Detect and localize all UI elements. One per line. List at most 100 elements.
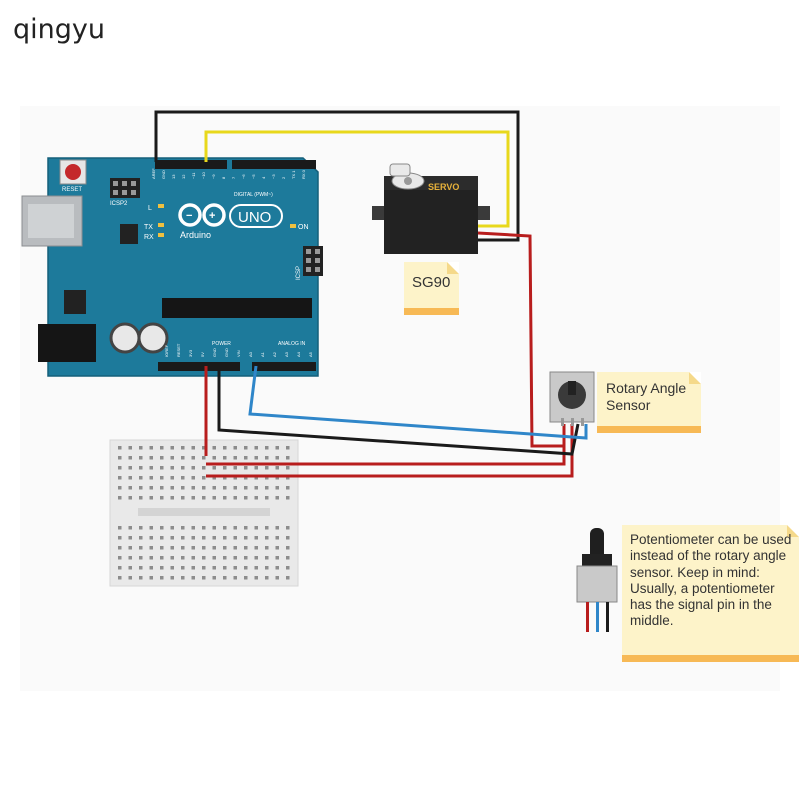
breadboard-hole	[254, 446, 258, 450]
capacitor	[109, 322, 141, 354]
digital-header-left	[155, 160, 227, 169]
breadboard-hole	[233, 566, 237, 570]
reset-button-cap	[65, 164, 81, 180]
breadboard-hole	[160, 476, 164, 480]
breadboard-hole	[139, 496, 143, 500]
breadboard-hole	[223, 496, 227, 500]
bottom-pin-label: VIN	[236, 350, 241, 357]
breadboard-hole	[202, 486, 206, 490]
breadboard-hole	[181, 536, 185, 540]
breadboard-hole	[254, 466, 258, 470]
breadboard-hole	[149, 486, 153, 490]
breadboard-hole	[286, 476, 290, 480]
breadboard-hole	[286, 526, 290, 530]
breadboard-hole	[244, 466, 248, 470]
arduino-logo: − +	[178, 203, 283, 228]
top-pin-label: ~6	[241, 174, 246, 179]
breadboard-hole	[286, 456, 290, 460]
led-l-label: L	[148, 205, 152, 212]
breadboard-hole	[202, 446, 206, 450]
breadboard-hole	[149, 576, 153, 580]
top-pin-label: 4	[261, 176, 266, 179]
breadboard-hole	[181, 546, 185, 550]
breadboard-hole	[212, 486, 216, 490]
servo-motor	[372, 163, 490, 254]
breadboard-hole	[244, 476, 248, 480]
breadboard-hole	[191, 556, 195, 560]
sg90-note-text: SG90	[412, 274, 451, 291]
breadboard-hole	[223, 446, 227, 450]
breadboard-hole	[212, 476, 216, 480]
breadboard-hole	[149, 556, 153, 560]
breadboard-hole	[275, 476, 279, 480]
breadboard-hole	[265, 476, 269, 480]
breadboard-hole	[139, 566, 143, 570]
breadboard-hole	[275, 536, 279, 540]
breadboard-hole	[160, 496, 164, 500]
breadboard-hole	[275, 526, 279, 530]
board-model-label: UNO	[238, 209, 271, 226]
breadboard-hole	[170, 536, 174, 540]
breadboard-hole	[244, 446, 248, 450]
breadboard-hole	[233, 486, 237, 490]
breadboard-hole	[170, 556, 174, 560]
wire-black-servo-gnd	[154, 110, 520, 242]
breadboard-hole	[191, 546, 195, 550]
breadboard-hole	[265, 466, 269, 470]
breadboard-hole	[181, 496, 185, 500]
breadboard-hole	[223, 546, 227, 550]
power-header	[158, 362, 240, 371]
sg90-note: SG90	[404, 262, 459, 315]
analog-label: ANALOG IN	[278, 341, 306, 347]
breadboard-hole	[160, 566, 164, 570]
icsp2-header	[110, 178, 140, 198]
led-rx-label: RX	[144, 234, 154, 241]
breadboard-hole	[275, 446, 279, 450]
breadboard-hole	[160, 556, 164, 560]
breadboard-hole	[233, 466, 237, 470]
breadboard-hole	[118, 576, 122, 580]
top-pin-label: ~10	[201, 171, 206, 179]
breadboard-hole	[233, 536, 237, 540]
bottom-pin-label: 5V	[200, 352, 205, 357]
breadboard-hole	[118, 496, 122, 500]
breadboard-hole	[139, 576, 143, 580]
rotary-sensor-note-text: Rotary Angle Sensor	[606, 380, 687, 413]
led-tx-label: TX	[144, 224, 153, 231]
breadboard-hole	[212, 566, 216, 570]
breadboard-hole	[233, 576, 237, 580]
rotary-sensor-note: Rotary Angle Sensor	[597, 372, 701, 433]
breadboard-hole	[223, 476, 227, 480]
wire-red-servo-power	[477, 231, 564, 448]
top-pin-label: 8	[221, 176, 226, 179]
breadboard-hole	[139, 526, 143, 530]
breadboard-hole	[223, 536, 227, 540]
breadboard-hole	[244, 496, 248, 500]
top-pin-label: 12	[181, 174, 186, 179]
analog-header	[252, 362, 316, 371]
power-label: POWER	[212, 341, 231, 347]
breadboard-hole	[223, 556, 227, 560]
top-pin-label: ~5	[251, 174, 256, 179]
top-pin-label: RX 0	[301, 169, 306, 179]
breadboard-hole	[128, 556, 132, 560]
breadboard-hole	[170, 466, 174, 470]
bottom-pin-label: A2	[272, 351, 277, 357]
small-chip	[120, 224, 138, 244]
breadboard-hole	[275, 486, 279, 490]
breadboard-hole	[118, 476, 122, 480]
breadboard-hole	[149, 456, 153, 460]
breadboard-hole	[254, 476, 258, 480]
breadboard-hole	[160, 466, 164, 470]
bottom-pin-label: A3	[284, 351, 289, 357]
breadboard-hole	[254, 556, 258, 560]
breadboard-hole	[128, 476, 132, 480]
breadboard-hole	[265, 536, 269, 540]
breadboard-hole	[244, 486, 248, 490]
breadboard-hole	[223, 526, 227, 530]
breadboard-hole	[191, 456, 195, 460]
breadboard-hole	[265, 566, 269, 570]
breadboard-hole	[254, 496, 258, 500]
bottom-pin-label: A1	[260, 351, 265, 357]
breadboard-hole	[212, 576, 216, 580]
